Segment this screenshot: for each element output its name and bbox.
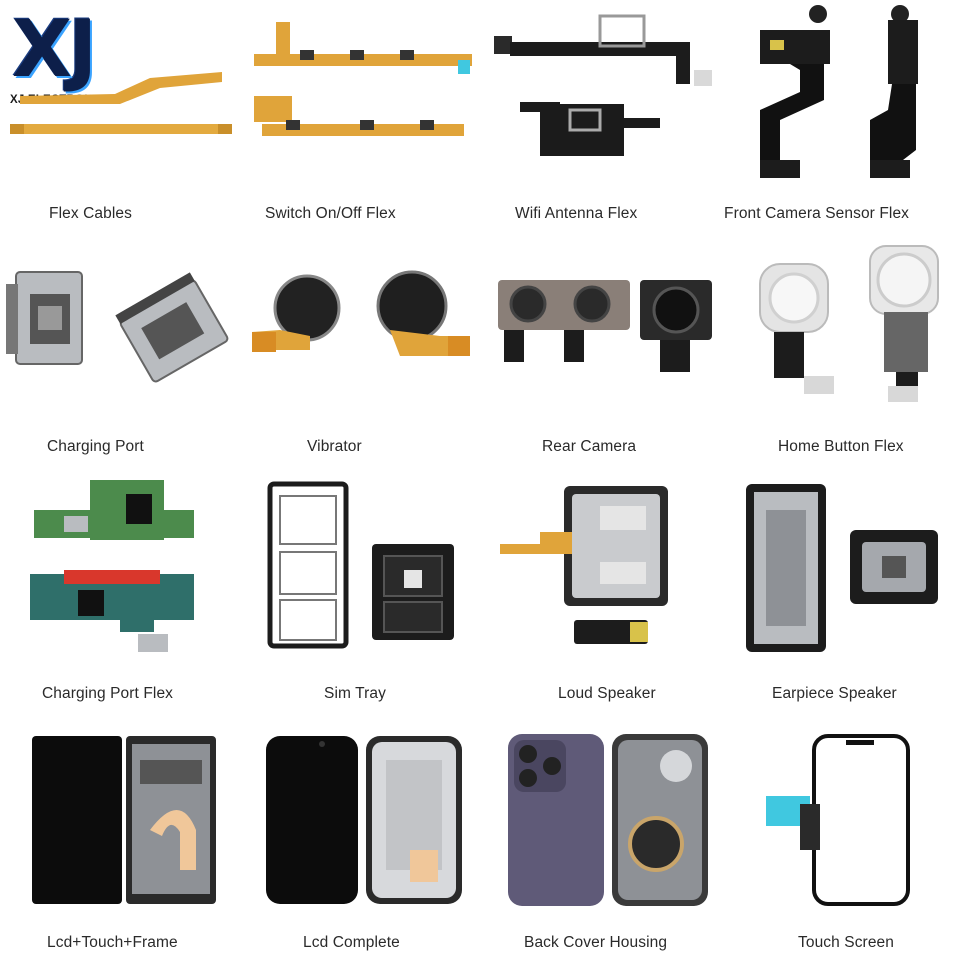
rear-camera-icon xyxy=(498,280,712,372)
product-tile-sim-tray[interactable]: Sim Tray xyxy=(240,470,480,710)
loud-speaker-icon xyxy=(500,486,668,644)
logo-letters: XJ xyxy=(12,5,97,95)
product-label: Touch Screen xyxy=(798,934,894,951)
product-tile-front-camera[interactable]: Front Camera Sensor Flex xyxy=(720,0,960,230)
product-label: Wifi Antenna Flex xyxy=(515,205,638,222)
product-label: Flex Cables xyxy=(49,205,132,222)
vibrator-icon xyxy=(252,270,470,356)
product-label: Earpiece Speaker xyxy=(772,685,897,702)
product-label: Front Camera Sensor Flex xyxy=(724,205,910,222)
charging-port-icon xyxy=(6,271,229,383)
front-camera-icon xyxy=(760,5,918,178)
product-label: Charging Port xyxy=(47,438,144,455)
sim-tray-icon xyxy=(267,481,454,649)
logo-mark: XJ xyxy=(12,4,97,96)
earpiece-icon xyxy=(746,484,938,652)
product-label: Charging Port Flex xyxy=(42,685,174,702)
product-tile-charging-port[interactable]: Charging Port xyxy=(0,240,240,470)
product-tile-lcd-complete[interactable]: Lcd Complete xyxy=(240,720,480,960)
home-button-icon xyxy=(759,245,939,402)
flex-cable-icon xyxy=(10,72,232,134)
product-label: Switch On/Off Flex xyxy=(265,205,396,222)
product-tile-touch-screen[interactable]: Touch Screen xyxy=(720,720,960,960)
product-tile-wifi-antenna[interactable]: Wifi Antenna Flex xyxy=(480,0,720,230)
back-housing-icon xyxy=(508,734,708,906)
product-tile-vibrator[interactable]: Vibrator xyxy=(240,240,480,470)
product-label: Loud Speaker xyxy=(558,685,656,702)
product-tile-earpiece[interactable]: Earpiece Speaker xyxy=(720,470,960,710)
switch-flex-icon xyxy=(254,22,472,136)
product-tile-home-button[interactable]: Home Button Flex xyxy=(720,240,960,470)
product-tile-switch-flex[interactable]: Switch On/Off Flex xyxy=(240,0,480,230)
product-tile-lcd-frame[interactable]: Lcd+Touch+Frame xyxy=(0,720,240,960)
product-tile-back-housing[interactable]: Back Cover Housing xyxy=(480,720,720,960)
product-tile-loud-speaker[interactable]: Loud Speaker xyxy=(480,470,720,710)
product-label: Lcd Complete xyxy=(303,934,400,951)
product-tile-flex-cables[interactable]: Flex Cables xyxy=(0,0,240,230)
touch-screen-icon xyxy=(766,734,910,906)
wifi-antenna-icon xyxy=(494,14,712,156)
product-tile-charging-port-flex[interactable]: Charging Port Flex xyxy=(0,470,240,710)
lcd-frame-icon xyxy=(32,736,216,904)
product-label: Back Cover Housing xyxy=(524,934,668,951)
lcd-complete-icon xyxy=(266,736,462,904)
product-label: Sim Tray xyxy=(324,685,386,702)
product-label: Lcd+Touch+Frame xyxy=(47,934,178,951)
product-tile-rear-camera[interactable]: Rear Camera xyxy=(480,240,720,470)
product-label: Home Button Flex xyxy=(778,438,904,455)
product-label: Vibrator xyxy=(307,438,362,455)
charging-board-icon xyxy=(30,480,194,652)
product-label: Rear Camera xyxy=(542,438,637,455)
